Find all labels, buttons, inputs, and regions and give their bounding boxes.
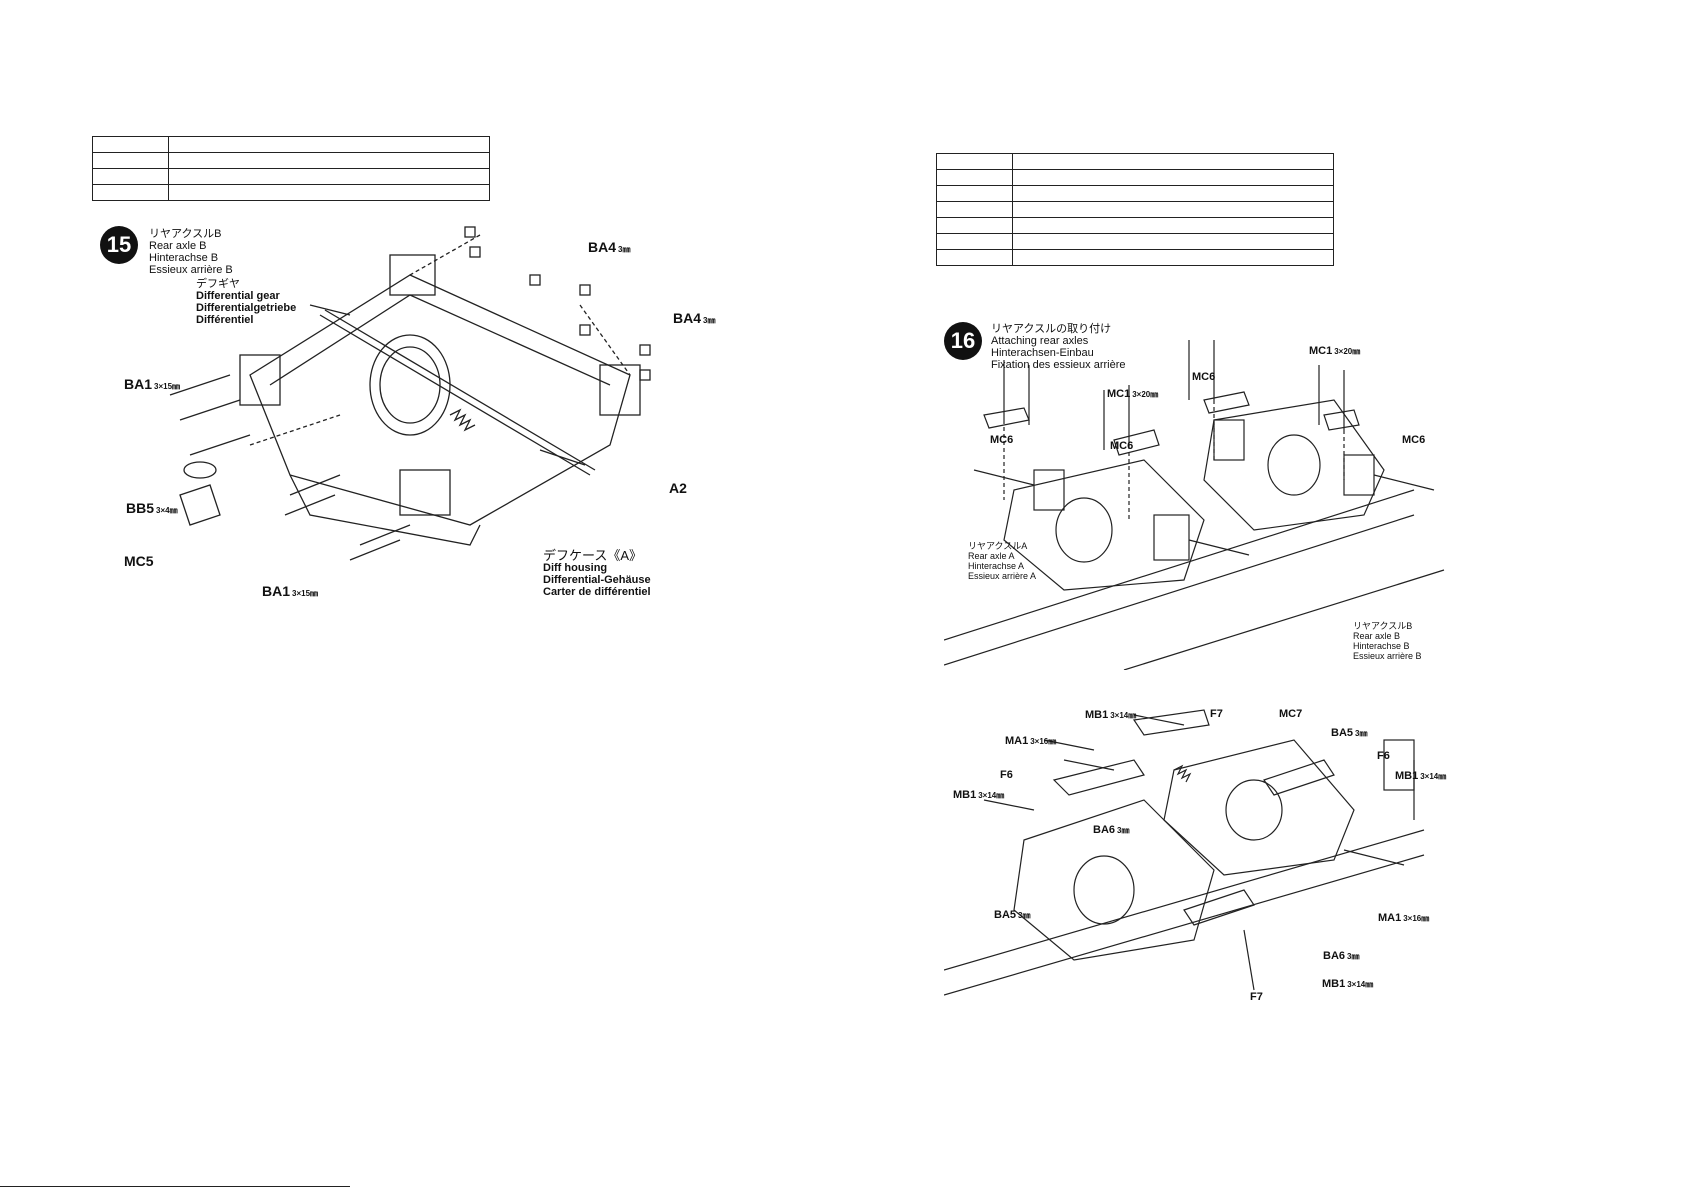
parts-table-16 bbox=[936, 153, 1334, 266]
attach-rear-axles-drawing-upper bbox=[944, 340, 1445, 670]
diff-housing-caption: デフケース《A》 Diff housing Differential-Gehäu… bbox=[543, 548, 651, 598]
mc5-label: MC5 bbox=[124, 553, 154, 569]
attach-rear-axles-drawing-lower bbox=[944, 709, 1425, 996]
mc7-label: MC7 bbox=[1279, 708, 1303, 720]
f6-label-left: F6 bbox=[1000, 769, 1013, 781]
f7-label-bottom: F7 bbox=[1250, 991, 1263, 1003]
mc6-label-3: MC6 bbox=[1110, 440, 1134, 452]
mc6-label-4: MC6 bbox=[1402, 434, 1426, 446]
mc6-label-1: MC6 bbox=[1192, 371, 1216, 383]
step-number-16: 16 bbox=[944, 322, 982, 360]
left-page: 15 リヤアクスルB Rear axle B Hinterachse B Ess… bbox=[0, 0, 842, 1191]
rear-axle-a-caption: リヤアクスルA Rear axle A Hinterachse A Essieu… bbox=[968, 541, 1037, 581]
right-page: 16 リヤアクスルの取り付け Attaching rear axles Hint… bbox=[842, 0, 1685, 1191]
f6-label-right: F6 bbox=[1377, 750, 1390, 762]
footer-rule bbox=[0, 1186, 350, 1187]
parts-table-15 bbox=[92, 136, 490, 201]
rear-axle-b-drawing bbox=[169, 226, 651, 561]
diff-gear-caption: デフギヤ Differential gear Differentialgetri… bbox=[196, 278, 297, 326]
a2-label: A2 bbox=[669, 480, 687, 496]
step-number-15: 15 bbox=[100, 226, 138, 264]
step-title-16: リヤアクスルの取り付け Attaching rear axles Hintera… bbox=[991, 323, 1126, 371]
f7-label-top: F7 bbox=[1210, 708, 1223, 720]
mc6-label-2: MC6 bbox=[990, 434, 1014, 446]
step-title-15: リヤアクスルB Rear axle B Hinterachse B Essieu… bbox=[149, 228, 233, 276]
rear-axle-b-caption: リヤアクスルB Rear axle B Hinterachse B Essieu… bbox=[1353, 621, 1422, 661]
